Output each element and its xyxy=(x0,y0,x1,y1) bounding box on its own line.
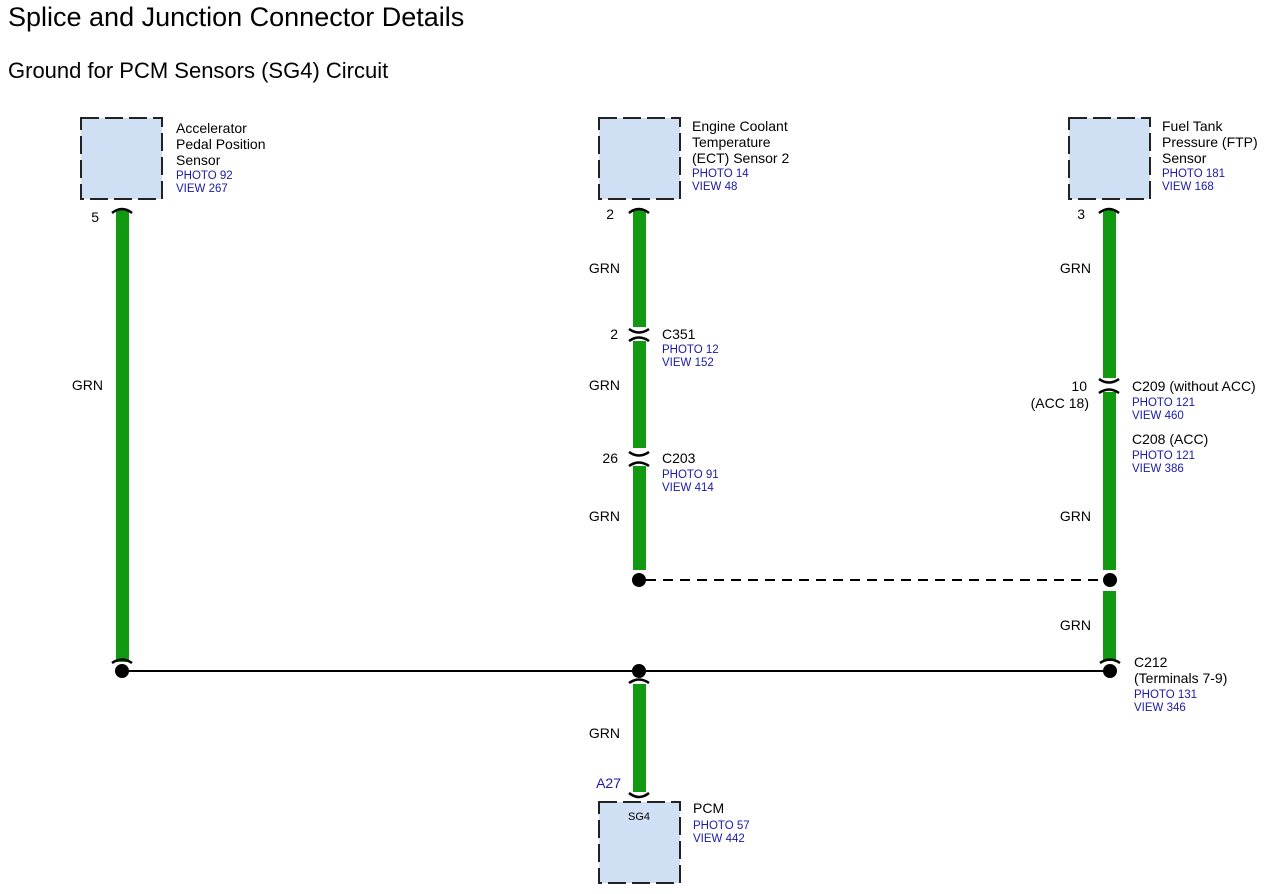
app-name-line-2: Pedal Position xyxy=(176,136,266,152)
pcm-wire-color: GRN xyxy=(589,725,620,741)
ftp-pin-number: 3 xyxy=(1077,206,1085,222)
pcm-pin-cap xyxy=(628,791,650,799)
ect-wire-color-1: GRN xyxy=(589,260,620,276)
c209-pin-number: 10 xyxy=(1071,378,1087,394)
ect-pin-cap xyxy=(628,207,650,215)
c209-connector-symbol xyxy=(1098,377,1120,395)
ect-splice-point xyxy=(632,573,646,587)
c209-view-link[interactable]: VIEW 460 xyxy=(1132,410,1184,422)
wire-ect-top xyxy=(633,210,646,327)
wire-ftp-top xyxy=(1103,210,1116,378)
ftp-wire-color-1: GRN xyxy=(1060,260,1091,276)
pcm-terminal-label: SG4 xyxy=(628,811,650,823)
wire-pcm xyxy=(633,684,646,792)
app-ground-splice xyxy=(111,658,133,678)
ftp-name-line-1: Fuel Tank xyxy=(1162,118,1223,134)
page-title: Splice and Junction Connector Details xyxy=(8,2,465,32)
c351-pin-number: 2 xyxy=(610,326,618,342)
ect-name-line-2: Temperature xyxy=(692,134,771,150)
ftp-view-link[interactable]: VIEW 168 xyxy=(1162,181,1214,193)
app-pin-cap xyxy=(111,207,133,215)
ect-name-line-3: (ECT) Sensor 2 xyxy=(692,150,789,166)
ect-sensor-box xyxy=(598,117,681,200)
c208-name: C208 (ACC) xyxy=(1132,431,1208,447)
c209-photo-link[interactable]: PHOTO 121 xyxy=(1132,397,1195,409)
ftp-pin-cap xyxy=(1098,207,1120,215)
c351-view-link[interactable]: VIEW 152 xyxy=(662,357,714,369)
c351-photo-link[interactable]: PHOTO 12 xyxy=(662,344,719,356)
ftp-sensor-box xyxy=(1068,117,1151,200)
c212-ground-splice xyxy=(1099,658,1121,678)
ftp-photo-link[interactable]: PHOTO 181 xyxy=(1162,168,1225,180)
pcm-ground-splice xyxy=(628,664,650,685)
c203-connector-symbol xyxy=(628,450,650,468)
ect-wire-color-2: GRN xyxy=(589,377,620,393)
ect-name-line-1: Engine Coolant xyxy=(692,118,788,134)
ect-view-link[interactable]: VIEW 48 xyxy=(692,181,737,193)
app-name-line-3: Sensor xyxy=(176,152,221,168)
c203-pin-number: 26 xyxy=(602,450,618,466)
wire-ftp-low xyxy=(1103,591,1116,661)
app-sensor-box xyxy=(80,117,163,200)
c203-name: C203 xyxy=(662,450,696,466)
app-wire-color: GRN xyxy=(72,377,103,393)
wire-app xyxy=(116,210,129,662)
c212-photo-link[interactable]: PHOTO 131 xyxy=(1134,689,1197,701)
app-photo-link[interactable]: PHOTO 92 xyxy=(176,170,233,182)
ftp-wire-color-2: GRN xyxy=(1060,508,1091,524)
wire-ftp-mid xyxy=(1103,392,1116,570)
c203-photo-link[interactable]: PHOTO 91 xyxy=(662,469,719,481)
ftp-wire-color-3: GRN xyxy=(1060,617,1091,633)
app-name-line-1: Accelerator xyxy=(176,120,247,136)
pcm-pin-number: A27 xyxy=(596,775,621,791)
pcm-name: PCM xyxy=(693,800,724,816)
pcm-view-link[interactable]: VIEW 442 xyxy=(693,833,745,845)
ftp-name-line-2: Pressure (FTP) xyxy=(1162,134,1258,150)
pcm-box xyxy=(598,801,681,884)
app-view-link[interactable]: VIEW 267 xyxy=(176,183,228,195)
c203-view-link[interactable]: VIEW 414 xyxy=(662,482,714,494)
c208-view-link[interactable]: VIEW 386 xyxy=(1132,463,1184,475)
ect-pin-number: 2 xyxy=(606,206,614,222)
c351-name: C351 xyxy=(662,326,696,342)
ect-wire-color-3: GRN xyxy=(589,508,620,524)
c351-connector-symbol xyxy=(628,327,650,343)
c212-terminals: (Terminals 7-9) xyxy=(1134,670,1227,686)
c212-view-link[interactable]: VIEW 346 xyxy=(1134,702,1186,714)
app-pin-number: 5 xyxy=(91,209,99,225)
wire-ect-low xyxy=(633,466,646,570)
ftp-splice-point xyxy=(1100,570,1120,590)
ftp-name-line-3: Sensor xyxy=(1162,150,1207,166)
wire-ect-mid xyxy=(633,341,646,448)
c212-name: C212 xyxy=(1134,654,1168,670)
circuit-subtitle: Ground for PCM Sensors (SG4) Circuit xyxy=(8,58,389,83)
ect-photo-link[interactable]: PHOTO 14 xyxy=(692,168,749,180)
c208-pin-number: (ACC 18) xyxy=(1031,395,1089,411)
pcm-photo-link[interactable]: PHOTO 57 xyxy=(693,820,750,832)
c209-name: C209 (without ACC) xyxy=(1132,378,1256,394)
c208-photo-link[interactable]: PHOTO 121 xyxy=(1132,450,1195,462)
